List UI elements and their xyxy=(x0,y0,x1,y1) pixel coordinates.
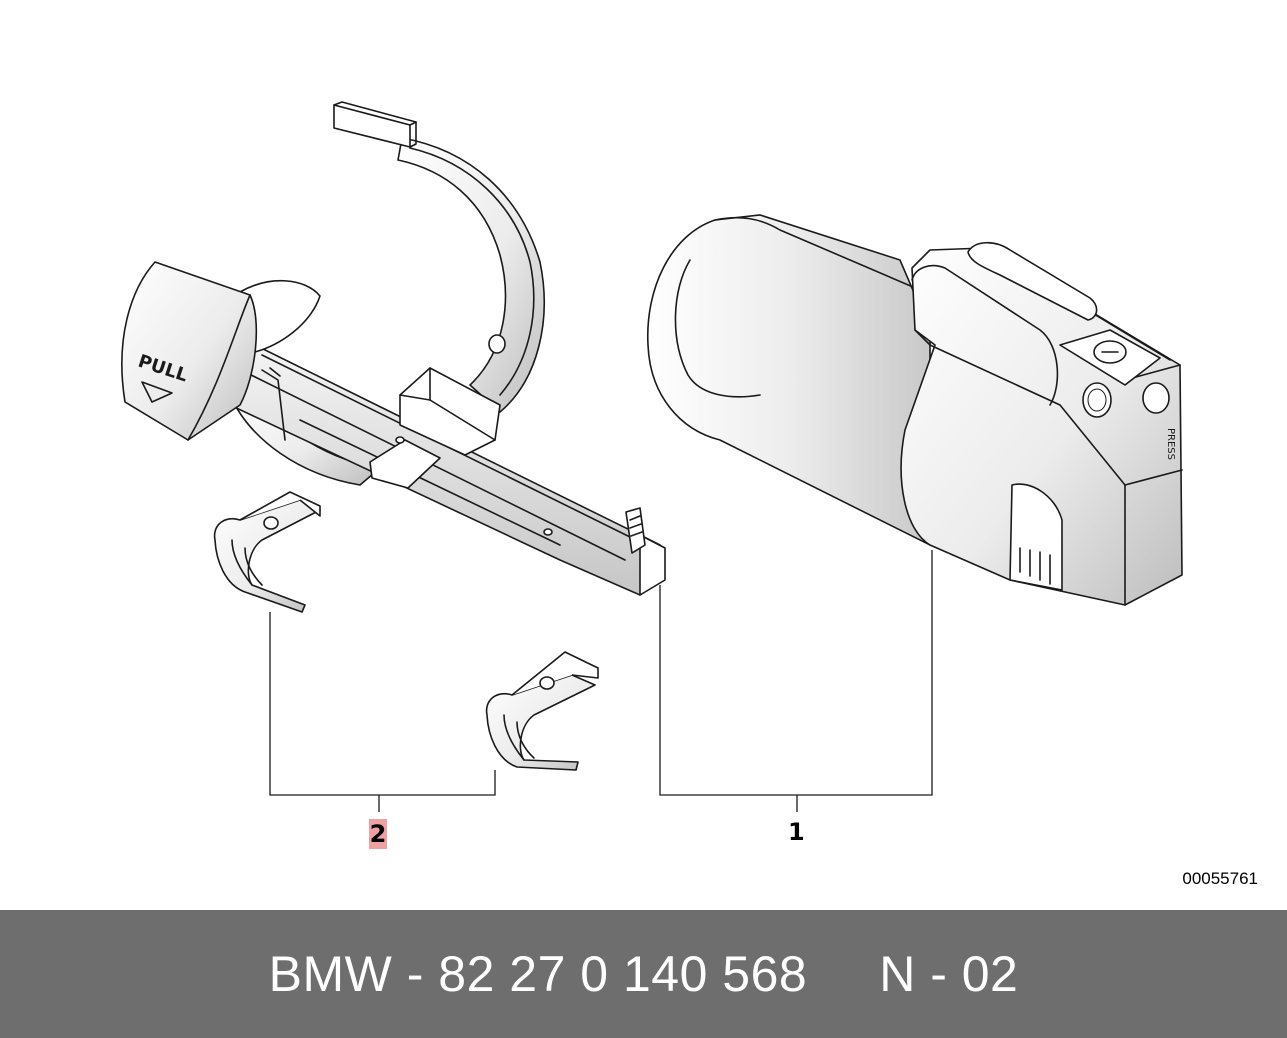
footer-label: BMW - 82 27 0 140 568 N - 02 xyxy=(269,945,1019,1003)
press-button-icon xyxy=(1142,382,1170,414)
footer-code: N - 02 xyxy=(879,946,1019,1002)
flashlight-unit: PRESS xyxy=(647,214,1183,606)
pull-arrow-icon xyxy=(141,381,173,403)
callout-part-2[interactable]: 2 xyxy=(369,819,387,849)
footer-part-number: BMW - 82 27 0 140 568 xyxy=(268,946,808,1002)
diagram-reference-number: 00055761 xyxy=(1182,869,1258,888)
callout-part-1[interactable]: 1 xyxy=(788,818,805,846)
clip-lower xyxy=(485,651,599,771)
bracket-holder: PULL xyxy=(121,101,666,596)
leader-lines xyxy=(269,550,933,812)
footer-bar: BMW - 82 27 0 140 568 N - 02 xyxy=(0,910,1287,1038)
parts-diagram: PULL xyxy=(121,101,1183,812)
press-label: PRESS xyxy=(1165,428,1176,460)
clip-upper xyxy=(213,491,321,613)
